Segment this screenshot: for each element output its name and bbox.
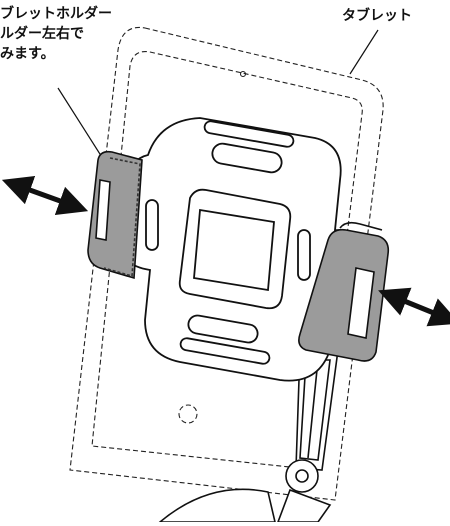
left-double-arrow-icon (1, 176, 89, 215)
holder-callout-line-3: みます。 (0, 46, 55, 62)
holder-leader-line (57, 87, 106, 163)
holder-callout-line-2: ルダー左右で (0, 26, 84, 42)
tablet-label: タブレット (342, 8, 412, 24)
right-holder-pad (298, 221, 390, 362)
left-holder-pad (87, 150, 143, 280)
holder-adjust-callout: ブレットホルダー ルダー左右で みます。 (0, 4, 112, 64)
holder-callout-line-1: ブレットホルダー (0, 6, 112, 22)
right-double-arrow-icon (378, 287, 450, 327)
tablet-callout: タブレット (342, 6, 412, 26)
support-arm (157, 349, 339, 523)
tablet-leader-line (349, 29, 379, 75)
holder-body (120, 117, 358, 382)
